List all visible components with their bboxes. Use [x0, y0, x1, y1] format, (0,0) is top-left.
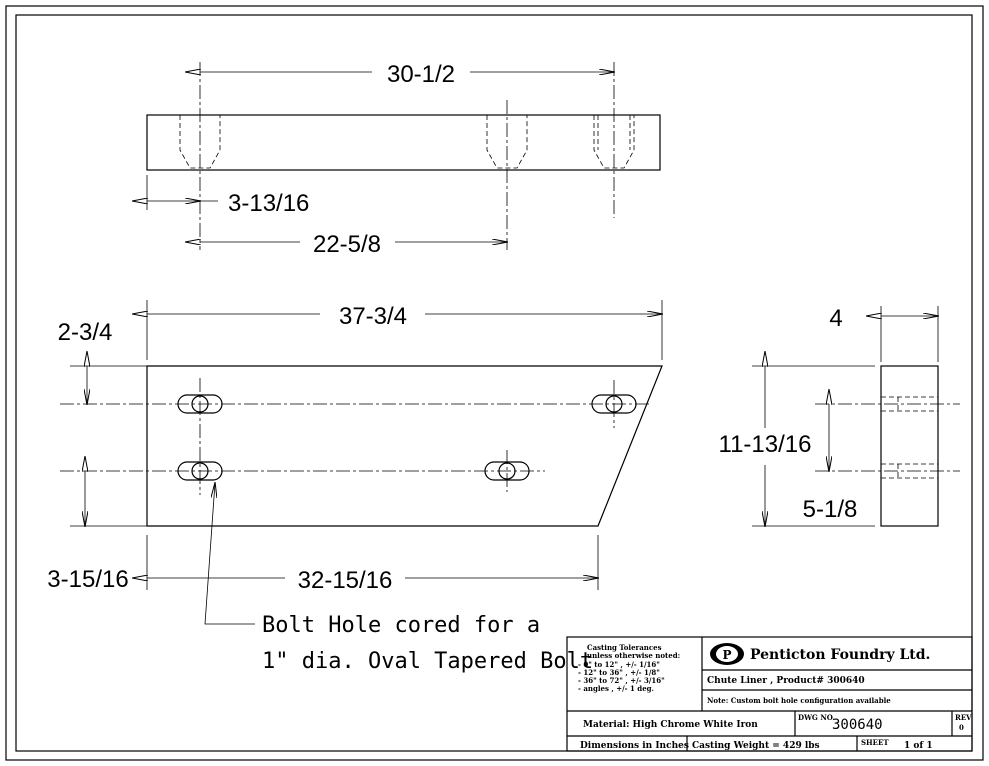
- title-note: Note: Custom bolt hole configuration ava…: [707, 696, 891, 705]
- callout-line-1: Bolt Hole cored for a: [262, 613, 540, 638]
- dim-30-1-2: 30-1/2: [387, 61, 455, 88]
- front-view-outline: [146, 365, 663, 527]
- callout-line-2: 1" dia. Oval Tapered Bolt: [262, 649, 593, 674]
- rev-value: 0: [959, 723, 964, 732]
- dwg-no-label: DWG NO.: [798, 713, 835, 722]
- tolerance-line-2: unless otherwise noted:: [587, 651, 680, 660]
- bolt-hole-callout: Bolt Hole cored for a 1" dia. Oval Taper…: [204, 483, 593, 674]
- top-view: 30-1/2 3-13/16 22-5/8: [146, 61, 661, 258]
- dim-37-3-4: 37-3/4: [339, 303, 407, 330]
- dimensions-note: Dimensions in Inches: [580, 741, 689, 751]
- dim-3-15-16: 3-15/16: [47, 566, 128, 593]
- top-view-outline: [146, 114, 661, 171]
- logo-letter: P: [722, 648, 731, 662]
- part-title: Chute Liner , Product# 300640: [707, 676, 865, 686]
- dim-11-13-16: 11-13/16: [719, 431, 812, 458]
- dim-4: 4: [829, 305, 842, 332]
- tolerance-line-1: Casting Tolerances: [587, 643, 662, 652]
- casting-weight: Casting Weight = 429 lbs: [692, 741, 820, 751]
- tolerance-line-5: - 36" to 72" , +/- 3/16": [578, 676, 665, 685]
- tolerance-line-4: - 12" to 36" , +/- 1/8": [578, 668, 660, 677]
- inner-border: [15, 14, 973, 752]
- sheet-value: 1 of 1: [904, 741, 933, 751]
- side-view: 4 11-13/16 5-1/8: [719, 305, 960, 526]
- dim-22-5-8: 22-5/8: [313, 231, 381, 258]
- outer-border: [5, 5, 984, 761]
- company-logo: P: [710, 643, 744, 665]
- sheet-label: SHEET: [861, 738, 889, 747]
- title-block: Casting Tolerances unless otherwise note…: [566, 636, 973, 752]
- dwg-no: 300640: [832, 717, 883, 733]
- material: Material: High Chrome White Iron: [583, 720, 758, 730]
- rev-label: REV: [955, 713, 972, 722]
- company-name: Penticton Foundry Ltd.: [750, 647, 930, 663]
- top-view-hidden-holes: [179, 115, 635, 169]
- front-view: 37-3/4 2-3/4 3-15/16 32-15/16: [47, 300, 662, 594]
- side-view-outline: [880, 365, 939, 527]
- dim-2-3-4: 2-3/4: [58, 319, 113, 346]
- dim-3-13-16: 3-13/16: [228, 190, 309, 217]
- oval-bolt-holes: [177, 394, 637, 481]
- tolerance-line-3: - 0" to 12" , +/- 1/16": [578, 660, 660, 669]
- dim-5-1-8: 5-1/8: [803, 496, 858, 523]
- dim-32-15-16: 32-15/16: [298, 567, 393, 594]
- tolerance-line-6: - angles , +/- 1 deg.: [578, 684, 654, 693]
